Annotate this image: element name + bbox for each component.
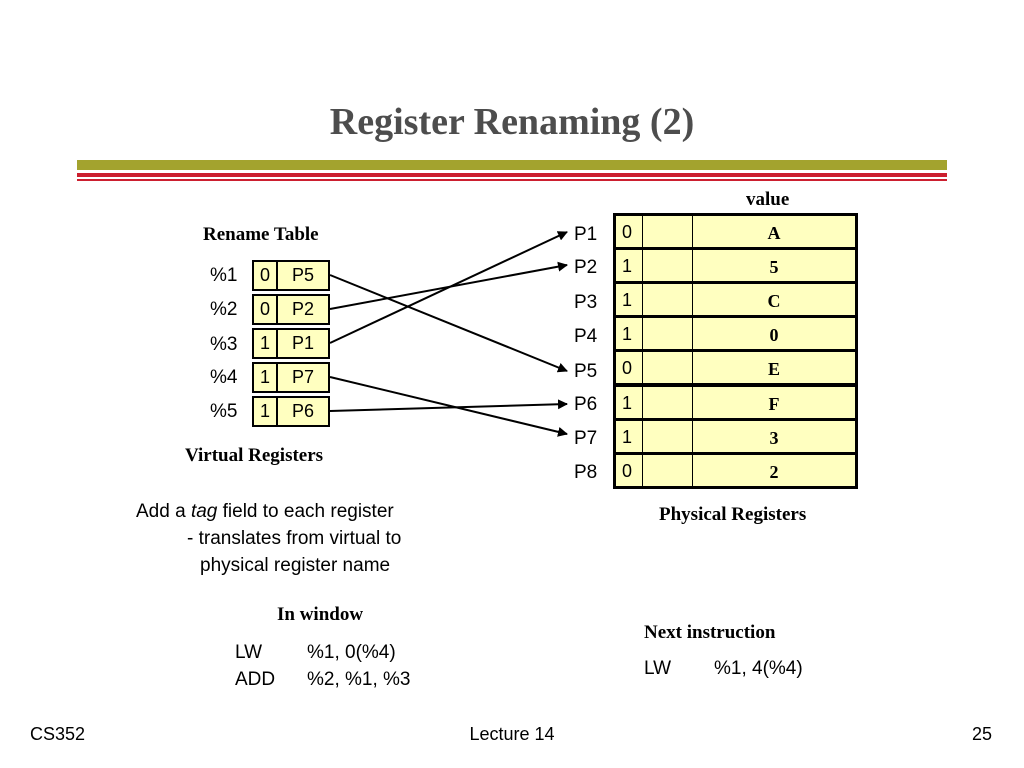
in-window-args: %2, %1, %3 bbox=[307, 669, 411, 690]
virtual-reg-label: %3 bbox=[210, 334, 238, 355]
title-rule-olive bbox=[77, 160, 947, 170]
physical-value: 2 bbox=[769, 462, 779, 482]
in-window-op: ADD bbox=[235, 669, 276, 690]
arrow-%1-to-P5 bbox=[329, 274, 568, 373]
arrow-%3-to-P1 bbox=[329, 231, 568, 344]
physical-tag: 1 bbox=[622, 393, 633, 413]
physical-reg-row bbox=[613, 452, 858, 489]
rename-phys-cell: P7 bbox=[276, 362, 330, 393]
rename-tag-cell: 0 bbox=[252, 260, 278, 291]
physical-value: F bbox=[768, 394, 780, 414]
virtual-registers-caption: Virtual Registers bbox=[185, 445, 324, 466]
footer-lecture: Lecture 14 bbox=[469, 724, 555, 744]
physical-value: C bbox=[767, 291, 781, 311]
physical-reg-label: P6 bbox=[574, 394, 598, 415]
physical-tag: 1 bbox=[622, 256, 633, 276]
footer-page-number: 25 bbox=[972, 724, 993, 744]
physical-reg-label: P7 bbox=[574, 428, 598, 449]
title-rule-red bbox=[77, 173, 947, 177]
page-title: Register Renaming (2) bbox=[329, 101, 695, 143]
virtual-reg-label: %5 bbox=[210, 401, 238, 422]
arrow-%4-to-P7 bbox=[329, 376, 568, 437]
physical-reg-label: P4 bbox=[574, 326, 598, 347]
virtual-reg-label: %2 bbox=[210, 299, 238, 320]
physical-reg-label: P1 bbox=[574, 224, 598, 245]
title-rule-red-thin bbox=[77, 179, 947, 181]
physical-value: 3 bbox=[769, 428, 779, 448]
description-line-2: - translates from virtual to bbox=[187, 528, 402, 549]
description-line-1: Add a tag field to each register bbox=[136, 501, 394, 522]
physical-reg-label: P2 bbox=[574, 257, 598, 278]
virtual-reg-label: %1 bbox=[210, 265, 238, 286]
physical-reg-label: P8 bbox=[574, 462, 598, 483]
physical-tag: 1 bbox=[622, 324, 633, 344]
physical-value: 5 bbox=[769, 257, 779, 277]
physical-value: A bbox=[767, 223, 781, 243]
next-instruction-heading: Next instruction bbox=[644, 622, 776, 643]
physical-tag: 0 bbox=[622, 358, 633, 378]
in-window-heading: In window bbox=[277, 604, 364, 625]
physical-reg-row bbox=[613, 315, 858, 352]
description-line-3: physical register name bbox=[200, 555, 391, 576]
rename-phys-cell: P6 bbox=[276, 396, 330, 427]
physical-value: E bbox=[767, 359, 780, 379]
physical-registers-caption: Physical Registers bbox=[659, 504, 807, 525]
rename-tag-cell: 1 bbox=[252, 328, 278, 359]
virtual-reg-label: %4 bbox=[210, 367, 238, 388]
physical-reg-row bbox=[613, 349, 858, 386]
column-divider bbox=[692, 216, 693, 486]
physical-reg-row bbox=[613, 213, 858, 250]
physical-tag: 1 bbox=[622, 427, 633, 447]
next-instruction-args: %1, 4(%4) bbox=[714, 658, 803, 679]
physical-reg-label: P5 bbox=[574, 361, 598, 382]
column-divider bbox=[642, 216, 643, 486]
arrow-%5-to-P6 bbox=[329, 399, 568, 412]
rename-table-caption: Rename Table bbox=[203, 224, 319, 245]
physical-tag: 1 bbox=[622, 290, 633, 310]
rename-phys-cell: P5 bbox=[276, 260, 330, 291]
physical-reg-label: P3 bbox=[574, 292, 598, 313]
physical-tag: 0 bbox=[622, 222, 633, 242]
rename-phys-cell: P2 bbox=[276, 294, 330, 325]
next-instruction-op: LW bbox=[644, 658, 672, 679]
footer-course: CS352 bbox=[30, 724, 86, 744]
value-column-header: value bbox=[746, 189, 790, 210]
in-window-args: %1, 0(%4) bbox=[307, 642, 396, 663]
in-window-op: LW bbox=[235, 642, 263, 663]
physical-value: 0 bbox=[769, 325, 779, 345]
rename-phys-cell: P1 bbox=[276, 328, 330, 359]
physical-tag: 0 bbox=[622, 461, 633, 481]
